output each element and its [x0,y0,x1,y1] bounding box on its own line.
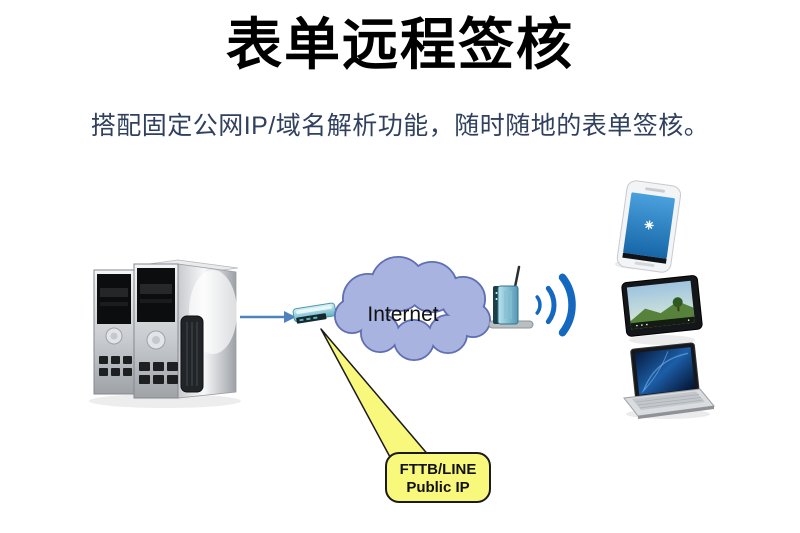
tablet-shadow [629,335,695,345]
connection-arrow [240,311,296,323]
callout: FTTB/LINE Public IP [320,328,491,503]
modem-icon [292,302,337,324]
callout-line1: FTTB/LINE [400,461,477,478]
callout-box [385,452,491,503]
page-title: 表单远程签核 [226,13,574,76]
smartphone-icon [616,180,682,273]
callout-line2: Public IP [406,479,469,496]
server-shadow [89,394,241,408]
tablet-icon [621,275,703,337]
internet-cloud: Internet [334,256,491,361]
wifi-signal-icon [535,273,576,337]
phone-logo [644,220,654,230]
arrowhead [284,311,296,323]
page-subtitle: 搭配固定公网IP/域名解析功能，随时随地的表单签核。 [90,112,710,140]
internet-label: Internet [367,303,438,326]
server-towers-icon [89,259,241,408]
wireless-router-icon [488,265,534,329]
laptop-icon [623,342,715,419]
